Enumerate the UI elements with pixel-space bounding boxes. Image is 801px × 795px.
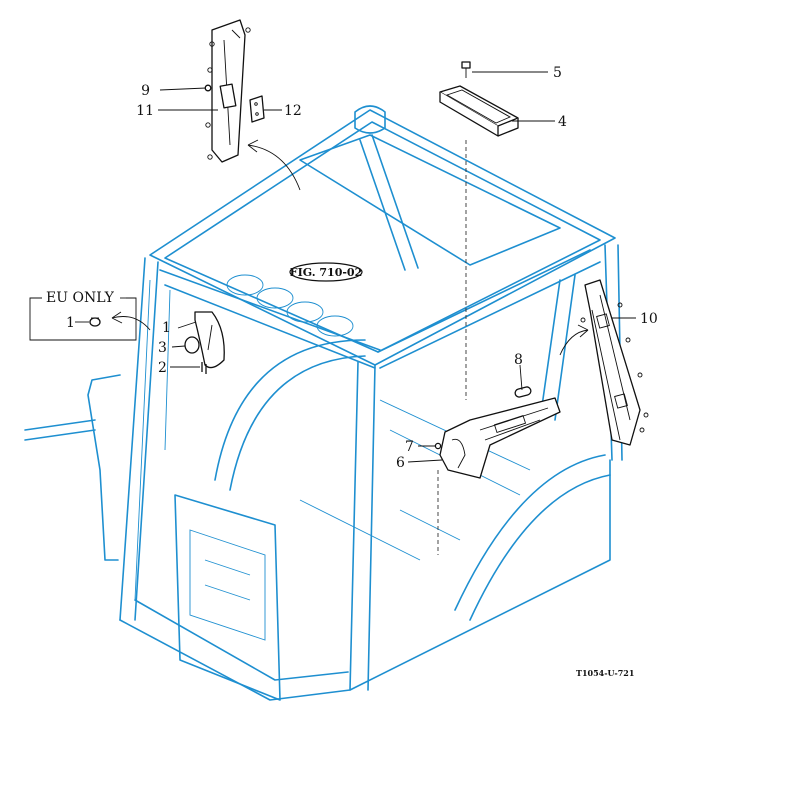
- part-11-trim-panel[interactable]: [205, 19, 251, 163]
- part-5-bolt[interactable]: [461, 61, 471, 78]
- part-4-storage-tray[interactable]: [439, 85, 519, 137]
- rear-right-pillar: [539, 274, 576, 421]
- part-1-eu-nut[interactable]: [89, 317, 101, 327]
- roof-diagonal-left: [359, 134, 419, 271]
- roof-corner-post: [354, 105, 386, 134]
- floor-frame-inner: [134, 599, 349, 681]
- rear-console-detail: [189, 529, 266, 641]
- roof-cross-member-right: [377, 249, 601, 369]
- callout-10: 10: [640, 311, 658, 327]
- cab-frame: [24, 105, 623, 701]
- callout-11: 11: [136, 103, 154, 119]
- callout-5: 5: [553, 65, 562, 81]
- part-mirror-assembly[interactable]: [184, 311, 225, 374]
- callout-1: 1: [162, 320, 171, 336]
- eu-only-bracket: [29, 297, 137, 341]
- part-10-trim-panel[interactable]: [580, 279, 649, 446]
- roof-opening: [299, 134, 561, 266]
- front-left-pillar: [119, 257, 159, 621]
- figure-reference-badge[interactable]: FIG. 710-02: [289, 262, 363, 282]
- rear-console: [174, 494, 281, 701]
- arrow-top-panel: [247, 139, 301, 191]
- fender-arch: [214, 339, 366, 491]
- left-door-frame: [134, 279, 171, 601]
- part-9-screw[interactable]: [204, 84, 212, 92]
- callout-9: 9: [141, 83, 150, 99]
- leader-lines: [75, 71, 636, 463]
- step-bar: [24, 419, 96, 441]
- part-6-bracket[interactable]: [439, 397, 561, 479]
- callout-12: 12: [284, 103, 302, 119]
- front-centre-pillar: [349, 361, 376, 691]
- part-8-pad[interactable]: [514, 386, 532, 398]
- part-7-screw[interactable]: [434, 442, 442, 450]
- floor-frame: [119, 459, 611, 701]
- eu-only-label: EU ONLY: [46, 290, 115, 306]
- callout-8: 8: [514, 352, 523, 368]
- arrow-eu-mirror: [111, 311, 151, 331]
- roof-frame: [149, 109, 616, 366]
- drawing-code: T1054-U-721: [576, 668, 634, 678]
- arrow-right-panel: [559, 324, 589, 356]
- figure-reference-text: FIG. 710-02: [290, 266, 362, 279]
- callout-2: 2: [158, 360, 167, 376]
- callout-4: 4: [558, 114, 567, 130]
- roof-frame-inner: [164, 121, 601, 353]
- roof-cross-member-front: [159, 269, 381, 369]
- callout-1-eu: 1: [66, 315, 75, 331]
- fender-right-arch: [454, 454, 611, 621]
- dashboard-gauges: [226, 274, 354, 337]
- callout-6: 6: [396, 455, 405, 471]
- callout-3: 3: [158, 340, 167, 356]
- part-12-plate[interactable]: [249, 95, 265, 123]
- grab-handle-left: [87, 374, 121, 561]
- callout-7: 7: [405, 439, 414, 455]
